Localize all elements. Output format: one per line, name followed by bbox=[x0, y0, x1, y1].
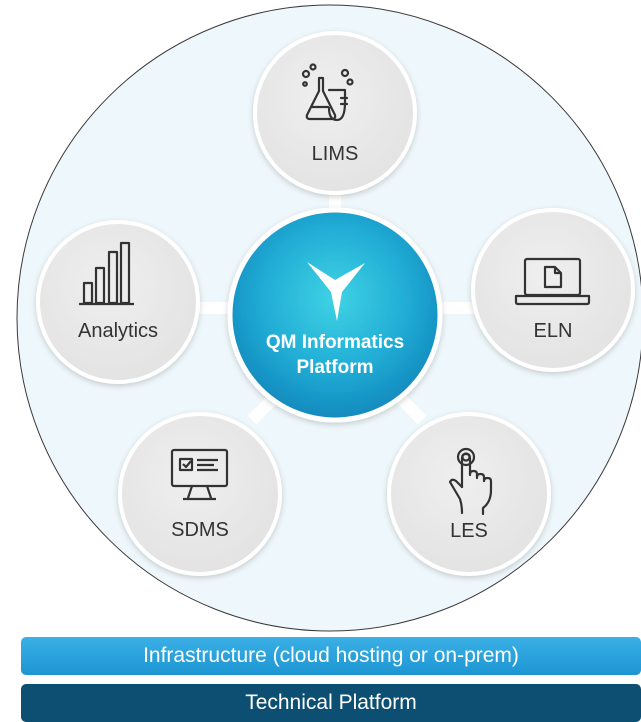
lab-flasks-icon bbox=[301, 63, 354, 122]
hub-title-line1: QM Informatics bbox=[265, 332, 405, 353]
module-les[interactable] bbox=[387, 412, 551, 576]
module-label-lims: LIMS bbox=[311, 143, 359, 165]
bar-chart-icon bbox=[79, 241, 134, 306]
module-analytics[interactable] bbox=[36, 220, 200, 384]
tri-star-logo-icon bbox=[307, 262, 365, 321]
module-label-analytics: Analytics bbox=[77, 320, 159, 342]
module-label-sdms: SDMS bbox=[171, 519, 229, 541]
laptop-document-icon bbox=[514, 257, 591, 306]
monitor-checklist-icon bbox=[170, 448, 229, 501]
module-label-eln: ELN bbox=[533, 320, 573, 342]
module-label-les: LES bbox=[450, 520, 488, 542]
module-sdms[interactable] bbox=[118, 412, 282, 576]
hub-circle[interactable] bbox=[227, 207, 443, 423]
hub-title: QM Informatics Platform bbox=[240, 330, 430, 380]
hub-title-line2: Platform bbox=[296, 357, 374, 378]
touch-hand-icon bbox=[448, 447, 493, 516]
module-lims[interactable] bbox=[253, 31, 417, 195]
module-eln[interactable] bbox=[471, 208, 635, 372]
technical-platform-bar: Technical Platform bbox=[21, 684, 641, 722]
infrastructure-layer-bar: Infrastructure (cloud hosting or on-prem… bbox=[21, 637, 641, 675]
